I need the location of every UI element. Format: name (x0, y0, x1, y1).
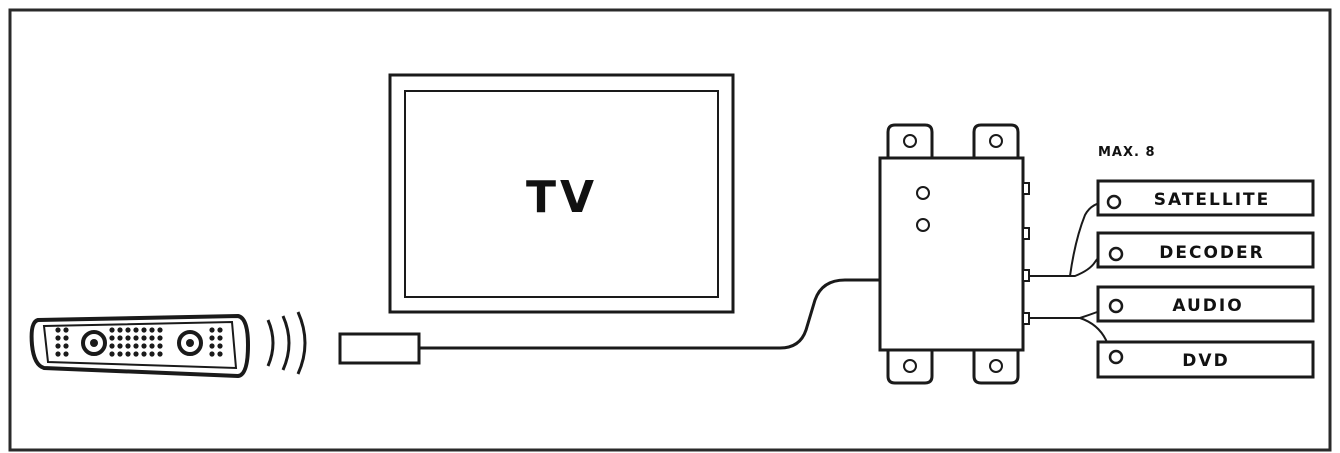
remote-button-dot (157, 335, 163, 341)
remote-button-dot (63, 343, 69, 349)
remote-button-dot (141, 335, 147, 341)
remote-button-dot (149, 335, 155, 341)
device-decoder: DECODER (1096, 231, 1315, 269)
device-audio-label: AUDIO (1172, 296, 1243, 316)
device-decoder-label: DECODER (1159, 243, 1264, 263)
device-satellite: SATELLITE (1096, 179, 1315, 217)
tv-screen: TV (388, 73, 735, 314)
remote-button-dot (63, 327, 69, 333)
device-satellite-label: SATELLITE (1154, 190, 1271, 210)
ir-signal-waves-icon (266, 311, 307, 375)
remote-button-dot (55, 351, 61, 357)
remote-control-icon (29, 313, 251, 379)
remote-button-dot (149, 327, 155, 333)
remote-button-dot (217, 351, 223, 357)
remote-button-dot (125, 335, 131, 341)
remote-button-dot (141, 327, 147, 333)
tv-label: TV (526, 172, 598, 223)
remote-button-dot (133, 335, 139, 341)
remote-button-dot (109, 335, 115, 341)
device-dvd: DVD (1096, 340, 1315, 379)
remote-button-dot (63, 335, 69, 341)
device-audio: AUDIO (1096, 285, 1315, 323)
remote-button-dot (149, 343, 155, 349)
ir-receiver-icon (338, 332, 421, 365)
remote-button-dot (109, 343, 115, 349)
remote-button-dot (55, 343, 61, 349)
remote-button-dot (117, 343, 123, 349)
remote-button-dot (133, 327, 139, 333)
remote-button-dot (55, 327, 61, 333)
remote-button-dot (125, 351, 131, 357)
remote-button-dot (209, 327, 215, 333)
remote-button-dot (117, 335, 123, 341)
remote-button-dot (209, 343, 215, 349)
max-devices-label: MAX. 8 (1098, 145, 1156, 160)
remote-button-dot (125, 343, 131, 349)
receiver-cable (419, 278, 880, 350)
remote-button-dot (117, 351, 123, 357)
remote-button-dot (157, 327, 163, 333)
remote-button-dot (109, 327, 115, 333)
remote-button-dot (141, 351, 147, 357)
ir-distribution-hub-icon (878, 123, 1030, 385)
remote-button-dot (157, 351, 163, 357)
remote-button-dot (157, 343, 163, 349)
remote-button-dot (217, 327, 223, 333)
remote-button-dot (149, 351, 155, 357)
remote-button-dot (109, 351, 115, 357)
remote-button-dot (55, 335, 61, 341)
remote-button-dot (63, 351, 69, 357)
remote-button-dot (217, 343, 223, 349)
remote-button-dot (133, 351, 139, 357)
remote-button-dot (125, 327, 131, 333)
remote-button-dot (117, 327, 123, 333)
remote-button-dot (209, 351, 215, 357)
device-dvd-label: DVD (1182, 351, 1229, 371)
remote-button-dot (217, 335, 223, 341)
remote-button-dot (209, 335, 215, 341)
remote-button-dot (141, 343, 147, 349)
remote-button-dot (133, 343, 139, 349)
